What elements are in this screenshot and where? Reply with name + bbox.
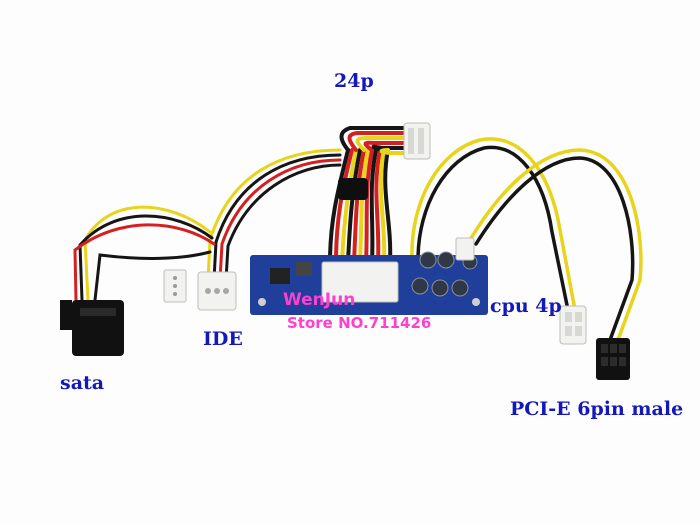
label-24p: 24p xyxy=(334,70,374,92)
watermark-name: WenJun xyxy=(283,290,356,310)
sata-wire-harness xyxy=(73,205,216,302)
floppy-connector xyxy=(163,269,187,303)
ide-molex-connector xyxy=(197,271,237,311)
main-24p-connector xyxy=(403,122,431,160)
cpu-4p-connector xyxy=(559,305,587,345)
capacitors xyxy=(411,251,478,297)
sata-connector xyxy=(60,300,124,356)
ide-wire-harness xyxy=(206,148,342,282)
label-ide: IDE xyxy=(203,328,243,350)
watermark-store: Store NO.711426 xyxy=(287,314,432,332)
main-24p-wire-bundle xyxy=(328,126,412,264)
label-sata: sata xyxy=(60,372,105,394)
heat-shrink-sleeve xyxy=(338,178,368,200)
pcie-6pin-connector xyxy=(596,338,630,380)
pcb-board xyxy=(250,237,488,315)
label-pcie-6pin: PCI-E 6pin male xyxy=(510,398,684,420)
label-cpu-4p: cpu 4p xyxy=(490,295,562,317)
pcie-wires xyxy=(468,148,643,342)
cpu-4p-wires xyxy=(410,137,577,312)
